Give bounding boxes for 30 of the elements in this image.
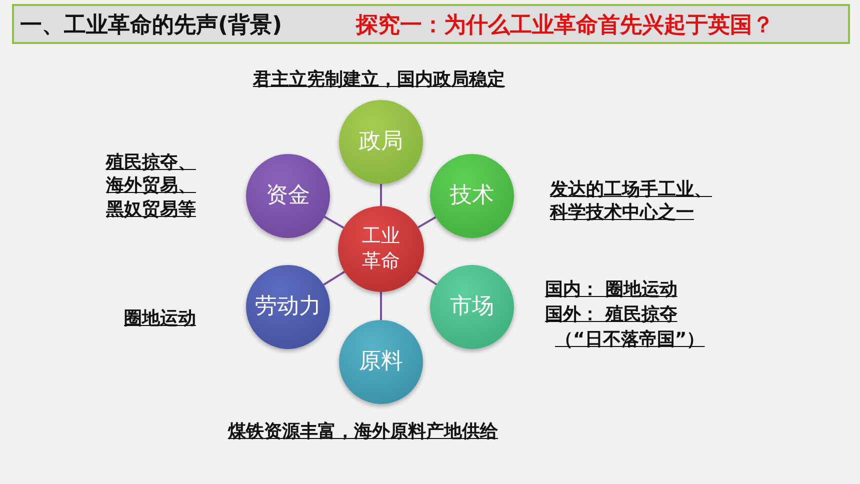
topic-circle	[430, 154, 514, 238]
connector-line	[418, 216, 436, 228]
annotation-text: 圈地运动	[124, 307, 197, 330]
annotation-text: 君主立宪制建立，国内政局稳定	[253, 68, 506, 92]
topic-circle	[339, 100, 423, 184]
question-text: 探究一：为什么工业革命首先兴起于英国？	[356, 12, 774, 40]
connector-line	[380, 184, 382, 206]
circle-label: 资金	[266, 182, 310, 210]
annotation-text: 国外： 殖民掠夺	[545, 303, 678, 326]
circle-label: 原料	[359, 348, 403, 376]
topic-circle	[246, 265, 330, 349]
title-text: 一、工业革命的先声(背景)	[20, 12, 282, 40]
circle-label: 劳动力	[255, 292, 321, 321]
connector-line	[324, 216, 344, 229]
annotation-text: 发达的工场手工业、科学技术中心之一	[550, 178, 713, 225]
connector-line	[416, 271, 438, 286]
topic-circle	[246, 154, 330, 238]
circle-label: 政局	[359, 128, 403, 156]
annotation-text: （“日不落帝国”）	[554, 328, 706, 352]
topic-circle	[430, 265, 514, 349]
annotation-text: 煤铁资源丰富，海外原料产地供给	[228, 420, 499, 444]
circle-label: 工业革命	[361, 224, 401, 274]
topic-circle	[338, 206, 424, 292]
annotation-text: 国内： 圈地运动	[545, 278, 678, 302]
circle-label: 市场	[450, 292, 494, 321]
circle-label: 技术	[450, 182, 494, 210]
topic-circle	[339, 320, 423, 404]
connector-line	[380, 292, 382, 320]
annotation-text: 殖民掠夺、海外贸易、黑奴贸易等	[106, 151, 197, 222]
connector-line	[323, 270, 346, 286]
